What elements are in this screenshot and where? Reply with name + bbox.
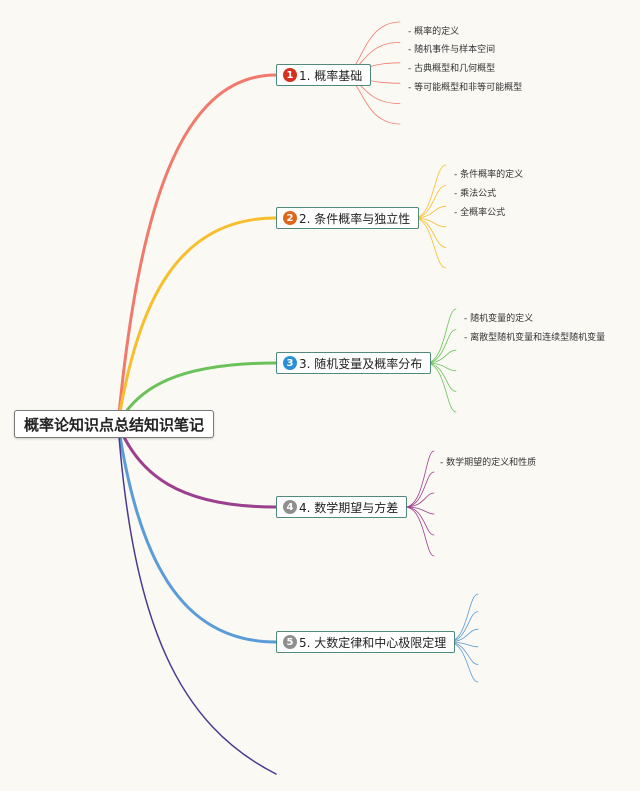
number-badge-icon: 2 [283,211,297,225]
topic-label: 2. 条件概率与独立性 [299,211,411,226]
number-badge-icon: 4 [283,500,297,514]
topic-4[interactable]: 4 4. 数学期望与方差 [276,496,408,518]
number-badge-icon: 5 [283,635,297,649]
topic-label: 4. 数学期望与方差 [299,500,399,515]
subtopic-item[interactable]: - 概率的定义 [408,27,460,37]
branch-line [116,216,278,426]
subtopic-item[interactable]: - 古典概型和几何概型 [408,64,496,74]
topic-label: 5. 大数定律和中心极限定理 [299,635,447,650]
subtopic-item[interactable]: - 离散型随机变量和连续型随机变量 [464,333,606,343]
subtopic-item[interactable]: - 条件概率的定义 [454,170,524,180]
number-badge-icon: 3 [283,356,297,370]
topic-label: 1. 概率基础 [299,68,363,83]
subtopic-item[interactable]: - 数学期望的定义和性质 [440,458,537,468]
subtopic-line [404,471,435,508]
root-title: 概率论知识点总结知识笔记 [23,415,204,434]
subtopic-line [404,506,435,557]
topic-5[interactable]: 5 5. 大数定律和中心极限定理 [276,631,456,653]
subtopic-line [413,217,447,269]
branch-line [116,73,278,426]
subtopic-item[interactable]: - 随机变量的定义 [464,314,534,324]
topic-3[interactable]: 3 3. 随机变量及概率分布 [276,352,432,374]
subtopic-item[interactable]: - 等可能概型和非等可能概型 [408,83,523,93]
topic-label: 3. 随机变量及概率分布 [299,356,423,371]
root-topic[interactable]: 概率论知识点总结知识笔记 [14,410,214,438]
subtopic-line [404,506,435,536]
subtopic-line [404,492,435,508]
branch-line [117,423,277,775]
branch-line [116,422,278,644]
subtopic-line [404,450,435,508]
subtopic-item[interactable]: - 乘法公式 [454,189,497,199]
topic-2[interactable]: 2 2. 条件概率与独立性 [276,207,420,229]
subtopic-item[interactable]: - 随机事件与样本空间 [408,45,496,55]
subtopic-item[interactable]: - 全概率公式 [454,208,506,218]
number-badge-icon: 1 [283,68,297,82]
subtopic-line [425,308,457,364]
branch-line [116,422,278,509]
topic-1[interactable]: 1 1. 概率基础 [276,64,372,86]
subtopic-line [413,164,447,219]
